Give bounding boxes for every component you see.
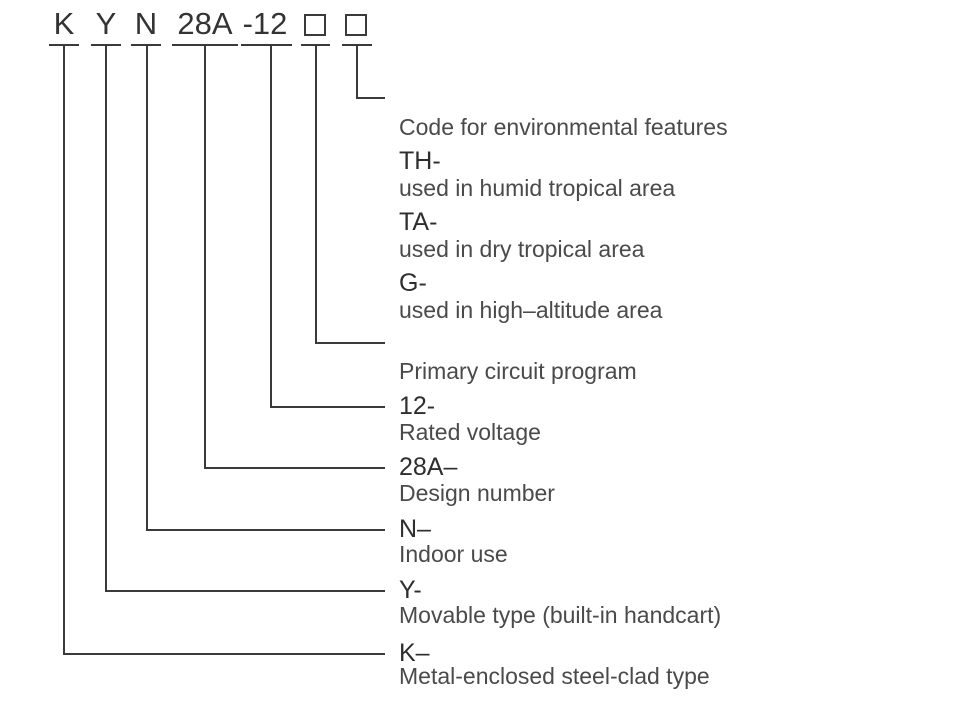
desc-g: used in high–altitude area (399, 297, 663, 323)
placeholder-box-environment (345, 14, 367, 36)
key-n: N– (399, 515, 431, 543)
key-k: K– (399, 639, 430, 667)
code-part-n: N (134, 6, 158, 41)
desc-metal-enclosed: Metal-enclosed steel-clad type (399, 663, 710, 689)
code-part-y: Y (95, 6, 117, 41)
placeholder-box-circuit (304, 14, 326, 36)
key-12: 12- (399, 392, 436, 420)
label-environment-code: Code for environmental features (399, 114, 728, 140)
desc-indoor-use: Indoor use (399, 541, 508, 567)
code-part-k: K (53, 6, 75, 41)
desc-movable-type: Movable type (built-in handcart) (399, 602, 722, 628)
key-y: Y- (399, 576, 422, 604)
desc-rated-voltage: Rated voltage (399, 419, 541, 445)
code-part-28a: 28A (177, 6, 233, 41)
key-g: G- (399, 269, 427, 297)
key-th: TH- (399, 147, 441, 175)
leader-design (204, 45, 385, 469)
leader-indoor (146, 45, 385, 531)
desc-th: used in humid tropical area (399, 175, 676, 201)
leader-environment (356, 45, 385, 99)
leader-metal (63, 45, 385, 655)
leader-circuit (315, 45, 385, 344)
desc-design-number: Design number (399, 480, 555, 506)
leader-voltage (270, 45, 385, 408)
code-part-voltage: -12 (242, 6, 288, 41)
key-28a: 28A– (399, 453, 458, 481)
label-primary-circuit: Primary circuit program (399, 358, 637, 384)
desc-ta: used in dry tropical area (399, 236, 645, 262)
leader-movable (105, 45, 385, 592)
key-ta: TA- (399, 208, 438, 236)
